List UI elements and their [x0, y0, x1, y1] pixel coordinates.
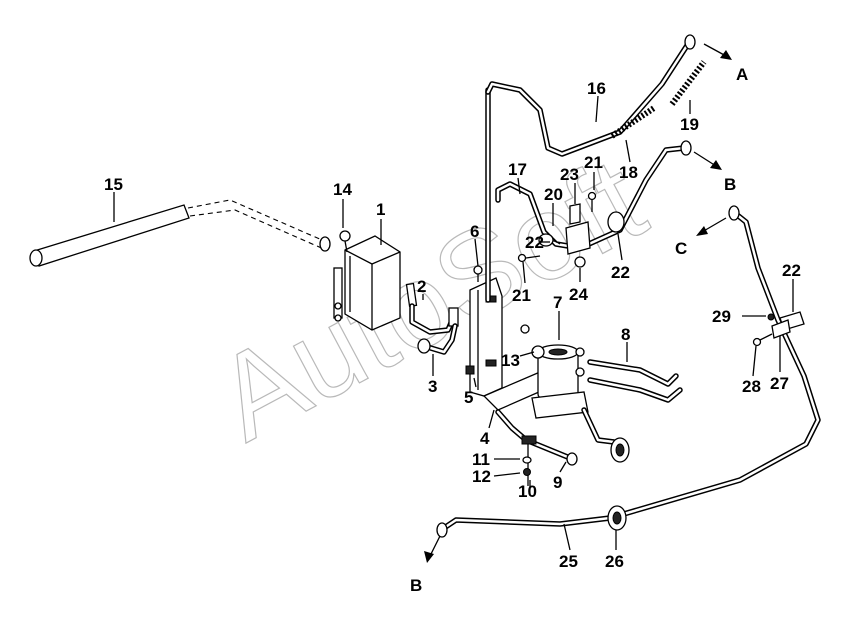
callout-10: 10 — [518, 482, 537, 501]
part-11-washer — [522, 456, 532, 464]
part-25-brake-line — [436, 205, 821, 538]
part-14-bolt — [339, 230, 351, 253]
callout-17: 17 — [508, 160, 527, 179]
callout-28: 28 — [742, 377, 761, 396]
part-22-clamp-middle — [607, 211, 625, 233]
leader-lines — [113, 95, 794, 551]
callout-21-upper: 21 — [584, 153, 603, 172]
callout-21-lower: 21 — [512, 286, 531, 305]
part-22-clamp-left — [538, 233, 554, 247]
callout-25: 25 — [559, 552, 578, 571]
callout-18: 18 — [619, 163, 638, 182]
part-26-grommet — [607, 505, 627, 531]
part-2-fitting — [405, 282, 459, 335]
part-4-bracket — [469, 277, 549, 411]
part-21-bolt-upper — [587, 191, 597, 212]
part-19-spring — [669, 60, 707, 106]
callout-22-left: 22 — [525, 233, 544, 252]
arrow-to-b-upper — [693, 151, 722, 170]
part-18-spring — [610, 105, 656, 139]
callout-12: 12 — [472, 467, 491, 486]
part-1-reservoir — [333, 235, 401, 331]
callout-2: 2 — [417, 277, 426, 296]
callout-14: 14 — [333, 180, 352, 199]
callout-29: 29 — [712, 307, 731, 326]
callout-7: 7 — [553, 293, 562, 312]
callout-labels: 15 14 1 2 3 5 6 4 7 8 9 10 11 12 13 16 1… — [104, 65, 801, 595]
callout-6: 6 — [470, 222, 479, 241]
callout-20: 20 — [544, 185, 563, 204]
part-23-plate — [569, 203, 581, 225]
part-7-pump — [531, 344, 589, 419]
connector-label-b-lower: B — [410, 576, 422, 595]
part-12-nut — [523, 468, 531, 476]
callout-4: 4 — [480, 429, 490, 448]
connector-label-c: C — [675, 239, 687, 258]
part-27-bracket — [771, 319, 791, 339]
part-3-tube — [417, 323, 458, 355]
callout-15: 15 — [104, 175, 123, 194]
callout-16: 16 — [587, 79, 606, 98]
arrow-to-a — [703, 43, 732, 60]
part-9-tube — [495, 409, 578, 466]
callout-8: 8 — [621, 325, 630, 344]
callout-3: 3 — [428, 377, 437, 396]
callout-11: 11 — [472, 450, 490, 469]
part-21-bolt-lower — [517, 253, 541, 263]
connector-label-a: A — [736, 65, 748, 84]
arrow-to-c — [696, 217, 727, 236]
callout-1: 1 — [376, 200, 385, 219]
part-17-brake-line — [495, 140, 692, 251]
callout-22-middle: 22 — [611, 263, 630, 282]
callout-9: 9 — [553, 473, 562, 492]
callout-22-right: 22 — [782, 261, 801, 280]
callout-23: 23 — [560, 165, 579, 184]
part-10-clip — [521, 435, 537, 486]
connector-label-b-upper: B — [724, 175, 736, 194]
part-15-rod — [29, 199, 331, 267]
part-5-clamp — [465, 365, 475, 375]
part-8-harness — [581, 359, 683, 463]
callout-26: 26 — [605, 552, 624, 571]
callout-27: 27 — [770, 374, 789, 393]
part-16-brake-line — [485, 34, 696, 303]
part-28-bolt — [752, 333, 773, 347]
callout-19: 19 — [680, 115, 699, 134]
callout-5: 5 — [464, 388, 473, 407]
arrow-to-b-lower — [424, 535, 441, 563]
callout-24: 24 — [569, 285, 588, 304]
part-29-nut — [767, 313, 775, 321]
part-24-fitting — [574, 256, 586, 268]
callout-13: 13 — [501, 351, 520, 370]
